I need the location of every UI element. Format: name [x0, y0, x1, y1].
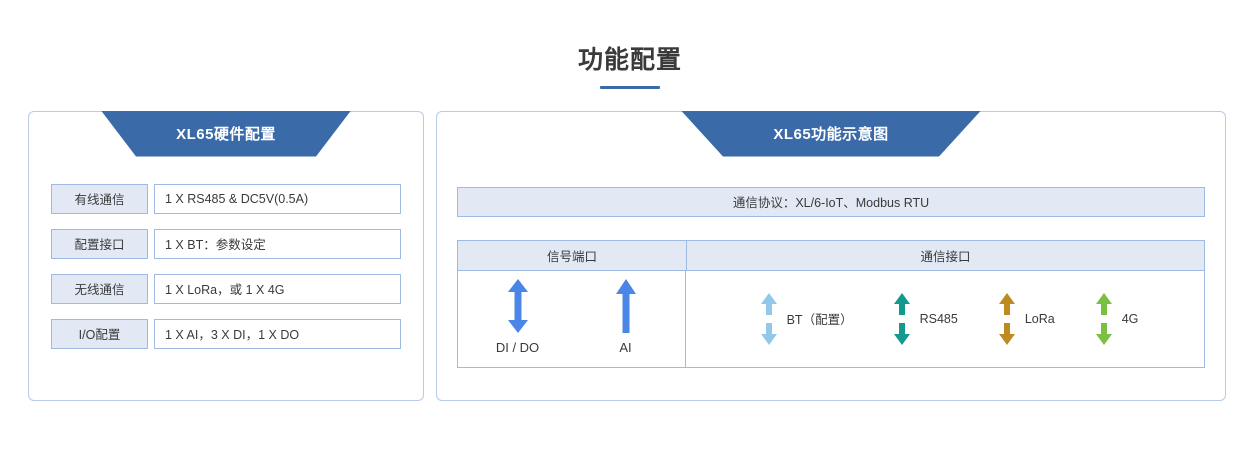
function-diagram-panel: XL65功能示意图 通信协议：XL/6-IoT、Modbus RTU 信号端口 …	[436, 110, 1226, 401]
spec-value: 1 X RS485 & DC5V(0.5A)	[154, 183, 401, 214]
comm-port-item-4g: 4G	[1095, 292, 1139, 345]
comm-port-item-lora: LoRa	[998, 292, 1055, 345]
comm-port-label: 4G	[1121, 311, 1139, 326]
comm-port-label: RS485	[919, 311, 958, 326]
spec-label: 无线通信	[51, 273, 148, 304]
signal-port-cell: DI / DO AI	[458, 270, 686, 367]
title-underline	[600, 85, 660, 89]
page-title: 功能配置	[577, 46, 682, 74]
signal-port-label: AI	[619, 339, 632, 355]
spec-row: 配置接口 1 X BT：参数设定	[51, 228, 401, 259]
split-double-arrow-icon	[998, 292, 1016, 345]
comm-port-cell: BT（配置） RS485	[686, 271, 1204, 367]
up-arrow-icon	[615, 278, 637, 333]
ports-table-body: DI / DO AI	[458, 270, 1204, 367]
function-diagram-banner: XL65功能示意图	[681, 110, 981, 157]
split-double-arrow-icon	[760, 292, 778, 345]
split-double-arrow-icon	[893, 292, 911, 345]
hardware-config-panel: XL65硬件配置 有线通信 1 X RS485 & DC5V(0.5A) 配置接…	[28, 110, 424, 401]
page-header: 功能配置	[0, 0, 1260, 89]
comm-port-label: BT（配置）	[786, 313, 853, 327]
spec-row: I/O配置 1 X AI，3 X DI，1 X DO	[51, 318, 401, 349]
column-header-comm-port: 通信接口	[920, 249, 971, 264]
signal-port-item-di-do: DI / DO	[487, 278, 549, 355]
signal-port-label: DI / DO	[495, 339, 540, 355]
ports-table-header: 信号端口 通信接口	[458, 240, 1204, 271]
ports-table: 信号端口 通信接口 DI / DO	[457, 239, 1205, 368]
split-double-arrow-icon	[1095, 292, 1113, 345]
spec-row: 有线通信 1 X RS485 & DC5V(0.5A)	[51, 183, 401, 214]
double-arrow-icon	[507, 278, 529, 333]
spec-value: 1 X BT：参数设定	[154, 228, 401, 259]
comm-port-item-bt: BT（配置）	[760, 292, 853, 345]
comm-port-item-rs485: RS485	[893, 292, 958, 345]
hardware-config-banner: XL65硬件配置	[101, 110, 351, 157]
spec-label: I/O配置	[51, 318, 148, 349]
protocol-bar: 通信协议：XL/6-IoT、Modbus RTU	[457, 186, 1205, 217]
panels-container: XL65硬件配置 有线通信 1 X RS485 & DC5V(0.5A) 配置接…	[0, 110, 1260, 401]
signal-port-item-ai: AI	[595, 278, 657, 355]
comm-port-label: LoRa	[1024, 311, 1055, 326]
spec-row: 无线通信 1 X LoRa，或 1 X 4G	[51, 273, 401, 304]
spec-label: 配置接口	[51, 228, 148, 259]
column-header-signal-port: 信号端口	[458, 240, 687, 270]
spec-label: 有线通信	[51, 183, 148, 214]
hardware-spec-list: 有线通信 1 X RS485 & DC5V(0.5A) 配置接口 1 X BT：…	[51, 183, 401, 349]
spec-value: 1 X LoRa，或 1 X 4G	[154, 273, 401, 304]
spec-value: 1 X AI，3 X DI，1 X DO	[154, 318, 401, 349]
